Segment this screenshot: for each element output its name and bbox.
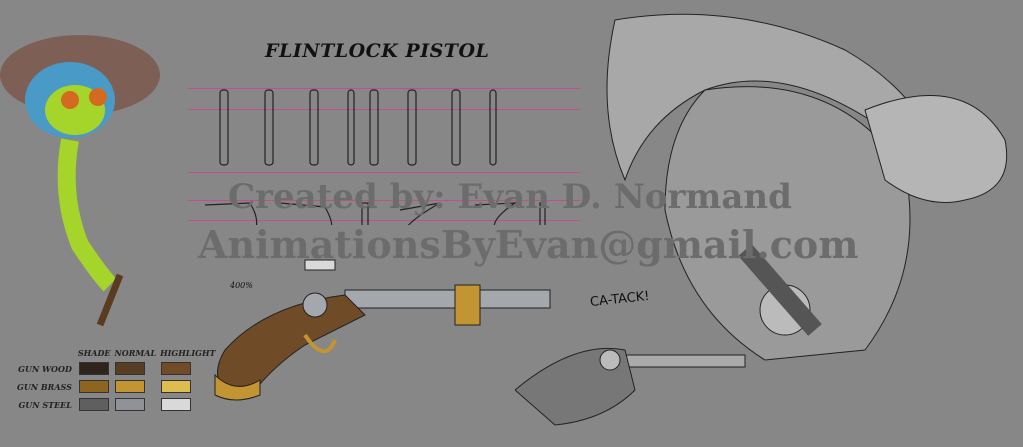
color-swatch — [78, 380, 109, 393]
palette-row: GUN STEEL — [16, 397, 216, 412]
guide-line — [188, 220, 580, 221]
palette-row-label: GUN WOOD — [18, 363, 72, 374]
zoom-label: 400% — [230, 281, 253, 290]
palette-header: SHADE — [77, 348, 111, 358]
palette-header: NORMAL — [114, 348, 157, 358]
flintlock-pistol-color-illustration — [214, 259, 551, 401]
color-palette-legend: SHADE NORMAL HIGHLIGHT GUN WOOD GUN BRAS… — [12, 345, 220, 415]
color-swatch — [161, 398, 192, 411]
palette-row-label: GUN STEEL — [18, 399, 72, 410]
palette-row: GUN BRASS — [16, 379, 216, 394]
guide-line — [188, 200, 580, 201]
guide-line — [188, 172, 580, 173]
frog-pirate-illustration — [0, 35, 160, 327]
color-swatch — [78, 362, 109, 375]
color-swatch — [115, 398, 146, 411]
watermark-email: AnimationsByEvan@gmail.com — [198, 222, 859, 267]
color-swatch — [115, 362, 146, 375]
color-swatch — [161, 362, 192, 375]
guide-line — [188, 109, 580, 110]
sheet-title: FLINTLOCK PISTOL — [265, 40, 490, 62]
pistol-turnaround-sketches — [204, 89, 546, 225]
color-swatch — [115, 380, 146, 393]
palette-row-label: GUN BRASS — [17, 381, 72, 392]
palette-header: HIGHLIGHT — [160, 348, 216, 358]
palette-row: GUN WOOD — [16, 361, 216, 376]
watermark-credit: Created by: Evan D. Normand — [228, 177, 792, 217]
color-swatch — [78, 398, 109, 411]
guide-line — [188, 88, 580, 89]
color-swatch — [161, 380, 192, 393]
pirate-character-illustration — [606, 13, 1008, 361]
pistol-hand-sketch — [515, 347, 746, 426]
